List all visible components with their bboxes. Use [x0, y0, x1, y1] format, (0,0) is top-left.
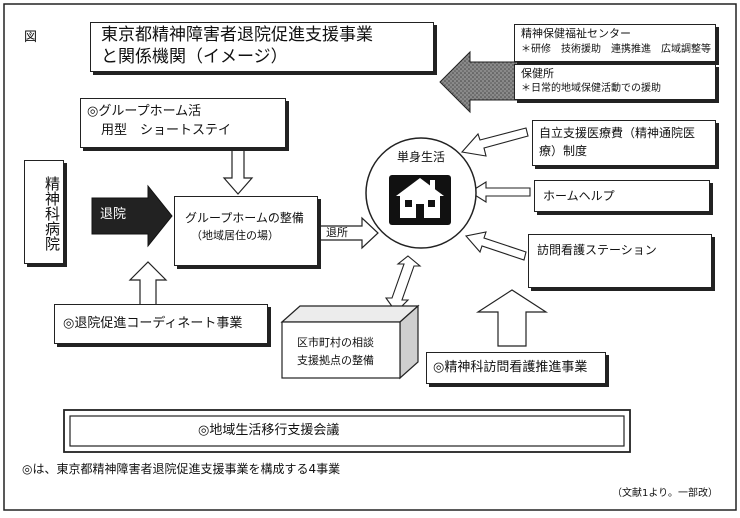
visit-station-arrow: [464, 231, 527, 261]
shortstay-down-arrow: [222, 149, 254, 195]
coordinate-label: ◎退院促進コーディネート事業: [63, 316, 243, 331]
council-box-inner: [69, 415, 625, 447]
jiritsu-line2: 療）制度: [539, 144, 588, 158]
visit-station-box: 訪問看護ステーション: [528, 234, 712, 288]
hospital-box: 精神科病院: [24, 160, 64, 264]
homehelp-box: ホームヘルプ: [534, 180, 710, 212]
visit-station-label: 訪問看護ステーション: [537, 243, 657, 257]
discharge-label: 退院: [100, 207, 127, 222]
shortstay-line2: 用型 ショートステイ: [101, 123, 232, 138]
title-line1: 東京都精神障害者退院促進支援事業: [101, 25, 373, 45]
discharge-arrow: [91, 184, 173, 248]
coordinate-up-arrow: [128, 261, 168, 307]
center-name: 精神保健福祉センター: [521, 27, 631, 40]
council-box-outer: [63, 409, 631, 453]
single-living-label: 単身生活: [397, 150, 446, 164]
title-line2: と関係機関（イメージ）: [101, 47, 288, 67]
outer-frame: [3, 3, 737, 511]
exit-label: 退所: [326, 226, 348, 239]
gh-improve-line1: グループホームの整備: [185, 211, 304, 225]
jiritsu-box: 自立支援医療費（精神通院医 療）制度: [532, 120, 716, 166]
council-label: ◎地域生活移行支援会議: [198, 423, 340, 438]
homehelp-arrow: [468, 181, 531, 203]
visit-promotion-label: ◎精神科訪問看護推進事業: [433, 360, 588, 375]
shortstay-line1: ◎グループホーム活: [87, 104, 202, 119]
visit-promotion-arrow: [475, 289, 549, 347]
jiritsu-line1: 自立支援医療費（精神通院医: [539, 126, 696, 140]
gh-improve-box: グループホームの整備 （地域居住の場）: [174, 196, 318, 266]
consult-line2: 支援拠点の整備: [297, 354, 374, 367]
consult-box-top: [280, 305, 420, 323]
hokenjo-desc: ＊日常的地域保健活動での援助: [521, 83, 661, 94]
gh-improve-line2: （地域居住の場）: [191, 229, 279, 242]
consult-line1: 区市町村の相談: [297, 336, 374, 349]
consult-box-front: [281, 321, 401, 379]
agency-support-arrow: [439, 50, 523, 114]
center-desc: ＊研修 技術援助 連携推進 広域調整等: [521, 44, 711, 55]
homehelp-label: ホームヘルプ: [543, 189, 615, 203]
title-box: 東京都精神障害者退院促進支援事業 と関係機関（イメージ）: [90, 22, 434, 72]
shortstay-box: ◎グループホーム活 用型 ショートステイ: [80, 98, 286, 148]
house-icon: [389, 175, 451, 225]
hokenjo-name: 保健所: [521, 67, 554, 80]
exit-arrow: [317, 216, 379, 250]
consult-double-arrow: [384, 255, 422, 313]
hokenjo-box: 保健所 ＊日常的地域保健活動での援助: [514, 64, 716, 100]
figure-label: 図: [24, 30, 38, 45]
visit-promotion-box: ◎精神科訪問看護推進事業: [426, 352, 606, 384]
jiritsu-arrow: [460, 127, 529, 157]
hospital-label: 精神科病院: [43, 175, 61, 251]
coordinate-box: ◎退院促進コーディネート事業: [54, 304, 268, 344]
center-box: 精神保健福祉センター ＊研修 技術援助 連携推進 広域調整等: [514, 24, 716, 62]
source-note: （文献1より。一部改）: [612, 488, 718, 499]
footnote: ◎は、東京都精神障害者退院促進支援事業を構成する4事業: [22, 462, 341, 476]
